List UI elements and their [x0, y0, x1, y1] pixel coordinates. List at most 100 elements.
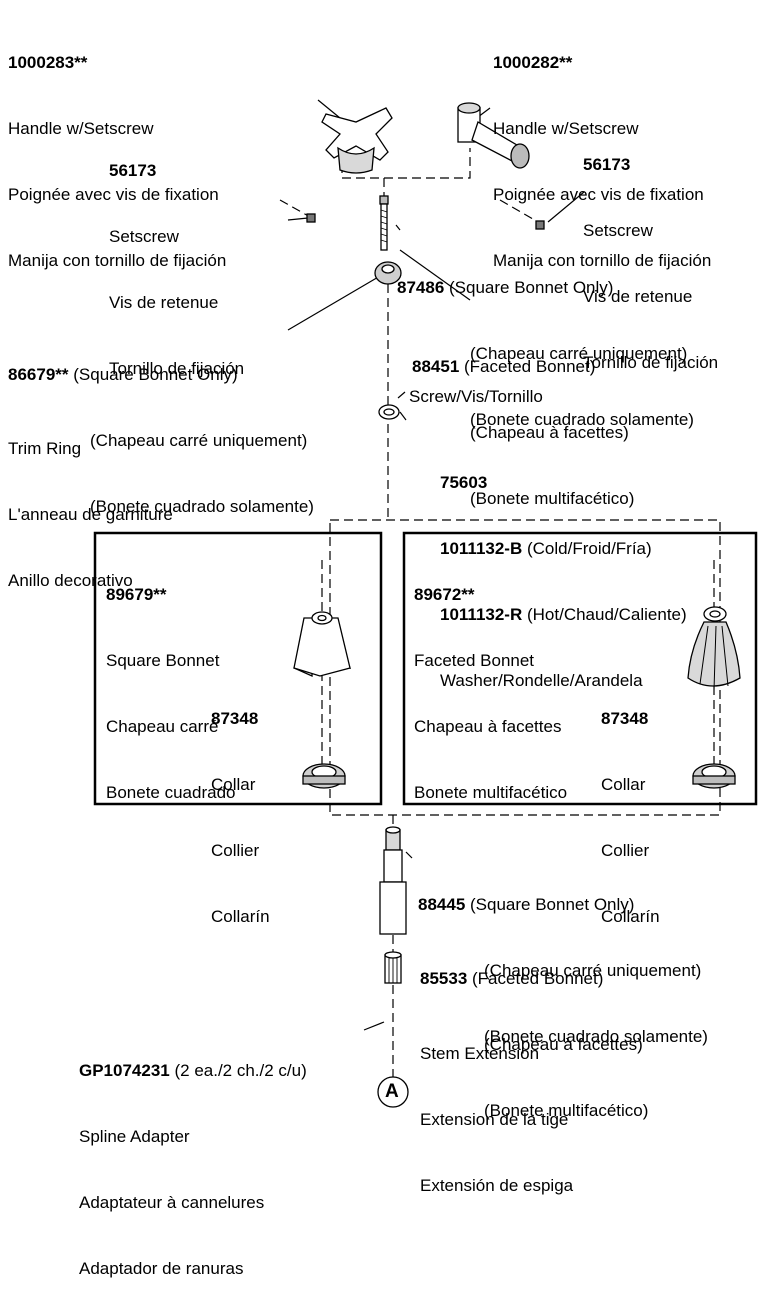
handle-left-label: 1000283** Handle w/Setscrew Poignée avec… [8, 8, 226, 294]
handle-left-line-3: Manija con tornillo de fijación [8, 251, 227, 270]
square-bonnet-box [93, 531, 383, 806]
trim-ring-line-3: (Bonete cuadrado solamente) [90, 497, 314, 516]
square-bonnet-line-3: Bonete cuadrado [106, 783, 236, 802]
trim-ring-icon [374, 261, 402, 285]
faceted-bonnet-line-3: Bonete multifacético [414, 783, 568, 802]
stem-extension-caption: Stem Extension Extension de la tige Exte… [420, 999, 573, 1219]
collar-left-line-1: Collar [211, 775, 256, 794]
collar-right-icon [692, 763, 736, 789]
screw-caption: Screw/Vis/Tornillo [409, 387, 543, 406]
collar-right-line-3: Collarín [601, 907, 660, 926]
washer-part-75603: 75603 [440, 473, 488, 492]
washer-part-hot: 1011132-R [440, 605, 523, 624]
setscrew-right-line-2: Vis de retenue [583, 287, 693, 306]
spline-adapter-label: GP1074231 (2 ea./2 ch./2 c/u) Spline Ada… [79, 1016, 307, 1302]
trim-ring-part-label: 86679** (Square Bonnet Only) (Chapeau ca… [8, 320, 314, 540]
faceted-bonnet-icon [687, 606, 741, 691]
stem-88445-part: 88445 [418, 895, 466, 914]
screw-88451-part: 88451 [412, 357, 460, 376]
handle-right-line-2: Poignée avec vis de fixation [493, 185, 704, 204]
square-bonnet-icon [293, 611, 352, 678]
screw-87486-line-1: (Square Bonnet Only) [449, 278, 614, 297]
trim-ring-caption-1: Trim Ring [8, 439, 82, 458]
square-bonnet-label: 89679** Square Bonnet Chapeau carré Bone… [106, 540, 236, 826]
washer-label: 75603 1011132-B (Cold/Froid/Fría) 101113… [440, 428, 687, 714]
stem-88445-line-2: (Chapeau carré uniquement) [484, 961, 702, 980]
washer-caption: Washer/Rondelle/Arandela [440, 671, 643, 690]
setscrew-left-line-2: Vis de retenue [109, 293, 219, 312]
collar-right-part: 87348 [601, 709, 649, 728]
screw-88451-line-3: (Bonete multifacético) [470, 489, 635, 508]
reference-marker-letter: A [385, 1081, 399, 1102]
handle-left-line-1: Handle w/Setscrew [8, 119, 154, 138]
setscrew-right-line-1: Setscrew [583, 221, 653, 240]
washer-hot-desc: (Hot/Chaud/Caliente) [526, 605, 687, 624]
trim-ring-line-1: (Square Bonnet Only) [73, 365, 238, 384]
setscrew-right-label: 56173 Setscrew Vis de retenue Tornillo d… [583, 110, 718, 396]
collar-right-line-2: Collier [601, 841, 650, 860]
spline-line-3: Adaptador de ranuras [79, 1259, 244, 1278]
trim-ring-part: 86679** [8, 365, 69, 384]
washer-cold-desc: (Cold/Froid/Fría) [526, 539, 652, 558]
trim-ring-caption: Trim Ring L'anneau de garniture Anillo d… [8, 394, 173, 614]
spline-line-1: Spline Adapter [79, 1127, 190, 1146]
setscrew-right-line-3: Tornillo de fijación [583, 353, 719, 372]
handle-left-part: 1000283** [8, 53, 88, 72]
handle-left-line-2: Poignée avec vis de fixation [8, 185, 219, 204]
faceted-bonnet-line-2: Chapeau à facettes [414, 717, 562, 736]
screw-87486-part: 87486 [397, 278, 445, 297]
stem-88445-label: 88445 (Square Bonnet Only) (Chapeau carr… [418, 850, 708, 1070]
faceted-bonnet-label: 89672** Faceted Bonnet Chapeau à facette… [414, 540, 567, 826]
screw-87486-label: 87486 (Square Bonnet Only) (Chapeau carr… [397, 233, 694, 453]
lever-handle-icon [457, 102, 530, 169]
stem-extension-icon [379, 826, 407, 935]
screw-88451-label: 88451 (Faceted Bonnet) (Chapeau à facett… [412, 312, 634, 532]
screw-88451-line-2: (Chapeau à facettes) [470, 423, 629, 442]
washer-icon [378, 404, 400, 420]
collar-left-label: 87348 Collar Collier Collarín [211, 664, 270, 950]
stem-88445-line-3: (Bonete cuadrado solamente) [484, 1027, 708, 1046]
stem-extension-caption-3: Extensión de espiga [420, 1176, 574, 1195]
stem-88445-line-1: (Square Bonnet Only) [470, 895, 635, 914]
faceted-bonnet-part: 89672** [414, 585, 475, 604]
setscrew-left-line-3: Tornillo de fijación [109, 359, 245, 378]
handle-right-label: 1000282** Handle w/Setscrew Poignée avec… [493, 8, 711, 294]
collar-right-line-1: Collar [601, 775, 646, 794]
setscrew-left-icon [306, 213, 316, 223]
screw-87486-line-3: (Bonete cuadrado solamente) [470, 410, 694, 429]
stem-extension-caption-2: Extension de la tige [420, 1110, 569, 1129]
screw-88451-line-1: (Faceted Bonnet) [464, 357, 596, 376]
collar-left-line-3: Collarín [211, 907, 270, 926]
stem-85533-line-2: (Chapeau à facettes) [484, 1035, 643, 1054]
setscrew-right-icon [535, 220, 545, 230]
faceted-bonnet-line-1: Faceted Bonnet [414, 651, 535, 670]
stem-85533-part: 85533 [420, 969, 468, 988]
handle-right-line-3: Manija con tornillo de fijación [493, 251, 712, 270]
collar-left-line-2: Collier [211, 841, 260, 860]
screw-87486-line-2: (Chapeau carré uniquement) [470, 344, 688, 363]
spline-qty: (2 ea./2 ch./2 c/u) [174, 1061, 307, 1080]
collar-right-label: 87348 Collar Collier Collarín [601, 664, 660, 950]
bonnet-screw-icon [379, 195, 389, 251]
setscrew-left-line-1: Setscrew [109, 227, 179, 246]
reference-marker [377, 1076, 409, 1108]
washer-part-cold: 1011132-B [440, 539, 523, 558]
cross-handle-icon [321, 107, 393, 174]
collar-left-part: 87348 [211, 709, 259, 728]
square-bonnet-part: 89679** [106, 585, 167, 604]
collar-left-icon [302, 763, 346, 789]
setscrew-left-label: 56173 Setscrew Vis de retenue Tornillo d… [109, 116, 244, 402]
trim-ring-line-2: (Chapeau carré uniquement) [90, 431, 308, 450]
square-bonnet-line-2: Chapeau carré [106, 717, 219, 736]
handle-right-line-1: Handle w/Setscrew [493, 119, 639, 138]
setscrew-left-part: 56173 [109, 161, 157, 180]
stem-85533-line-1: (Faceted Bonnet) [472, 969, 604, 988]
exploded-view-drawing [93, 99, 758, 1108]
spline-adapter-icon [384, 951, 402, 984]
setscrew-right-part: 56173 [583, 155, 631, 174]
trim-ring-caption-3: Anillo decorativo [8, 571, 133, 590]
square-bonnet-line-1: Square Bonnet [106, 651, 220, 670]
spline-part: GP1074231 [79, 1061, 170, 1080]
spline-line-2: Adaptateur à cannelures [79, 1193, 265, 1212]
leader-lines [287, 99, 585, 1031]
